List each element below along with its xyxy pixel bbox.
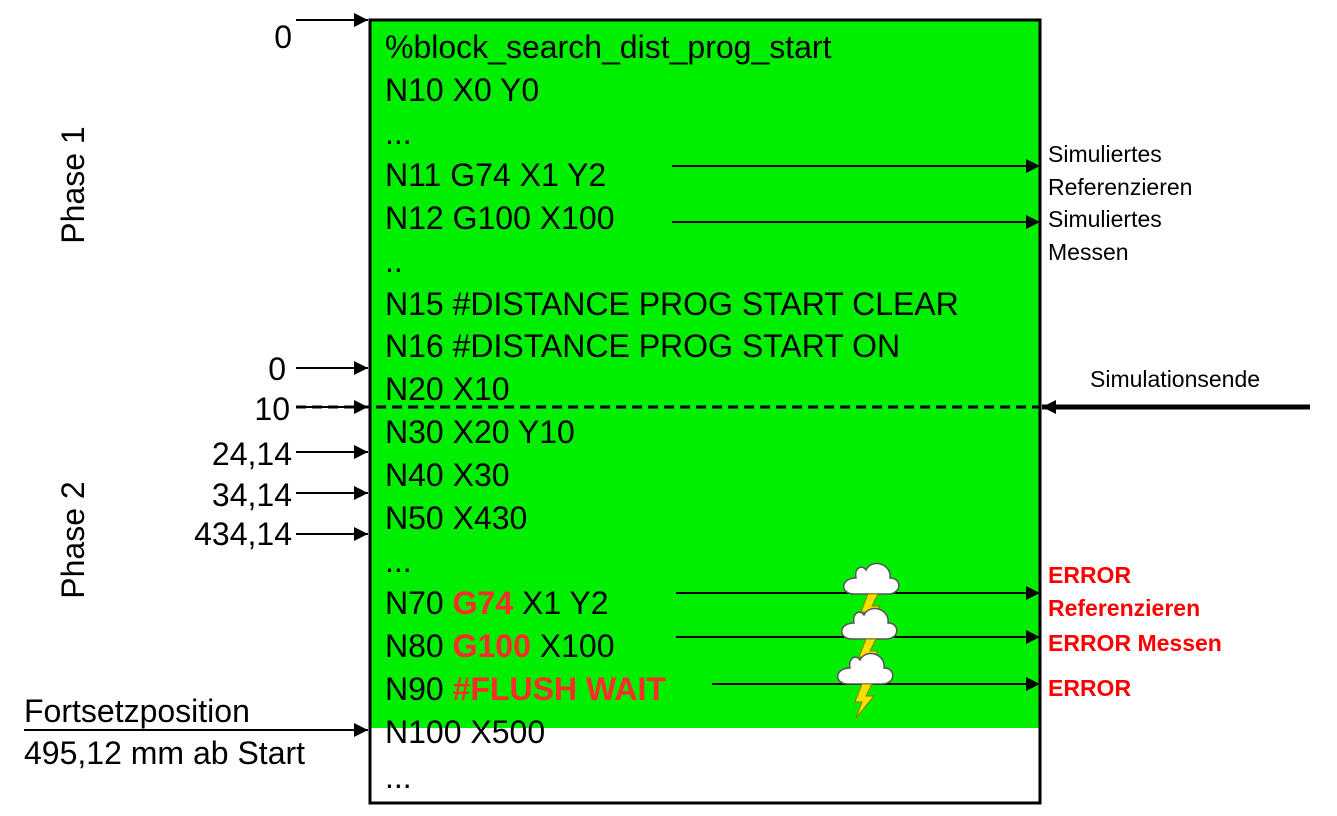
code-line-16: N90 #FLUSH WAIT bbox=[385, 671, 666, 707]
code-line-15: N80 G100 X100 bbox=[385, 628, 615, 664]
simulation-end-label: Simulationsende bbox=[1090, 366, 1260, 392]
code-line-10: N30 X20 Y10 bbox=[385, 414, 575, 450]
error-ref-line1: ERROR bbox=[1048, 562, 1131, 588]
code-line-14: N70 G74 X1 Y2 bbox=[385, 585, 609, 621]
code-line-12: N50 X430 bbox=[385, 500, 527, 536]
resume-position-label: Fortsetzposition bbox=[24, 693, 250, 729]
code-line-8: N16 #DISTANCE PROG START ON bbox=[385, 328, 900, 364]
position-label-434-14: 434,14 bbox=[194, 516, 292, 552]
sim-measure-line1: Simuliertes bbox=[1048, 206, 1162, 232]
error-ref-line2: Referenzieren bbox=[1048, 595, 1200, 621]
phase-2-label: Phase 2 bbox=[55, 481, 91, 598]
sim-ref-line1: Simuliertes bbox=[1048, 141, 1162, 167]
resume-position-value: 495,12 mm ab Start bbox=[24, 735, 305, 771]
sim-ref-line2: Referenzieren bbox=[1048, 174, 1192, 200]
code-line-13: ... bbox=[385, 543, 412, 579]
code-line-3: ... bbox=[385, 115, 412, 151]
code-line-18: ... bbox=[385, 759, 412, 795]
program-listing-box bbox=[368, 18, 1042, 805]
position-label-start: 0 bbox=[274, 19, 292, 55]
error-flush-label: ERROR bbox=[1048, 675, 1131, 701]
program-lines: %block_search_dist_prog_start N10 X0 Y0 … bbox=[385, 29, 959, 795]
position-label-phase2-start: 0 bbox=[268, 351, 286, 387]
position-markers: 0 0 10 24,14 34,14 434,14 bbox=[194, 13, 368, 552]
code-line-17: N100 X500 bbox=[385, 714, 545, 750]
sim-measure-line2: Messen bbox=[1048, 239, 1129, 265]
code-line-2: N10 X0 Y0 bbox=[385, 72, 539, 108]
position-label-34-14: 34,14 bbox=[212, 477, 292, 513]
code-line-9: N20 X10 bbox=[385, 371, 510, 407]
position-label-10: 10 bbox=[254, 391, 290, 427]
program-green-area bbox=[370, 20, 1040, 728]
code-line-1: %block_search_dist_prog_start bbox=[385, 29, 832, 65]
code-line-11: N40 X30 bbox=[385, 457, 510, 493]
code-line-7: N15 #DISTANCE PROG START CLEAR bbox=[385, 286, 959, 322]
code-line-6: .. bbox=[385, 243, 403, 279]
position-label-24-14: 24,14 bbox=[212, 436, 292, 472]
phase-1-label: Phase 1 bbox=[55, 126, 91, 243]
error-measure-label: ERROR Messen bbox=[1048, 630, 1222, 656]
code-line-5: N12 G100 X100 bbox=[385, 200, 615, 236]
code-line-4: N11 G74 X1 Y2 bbox=[385, 157, 606, 193]
